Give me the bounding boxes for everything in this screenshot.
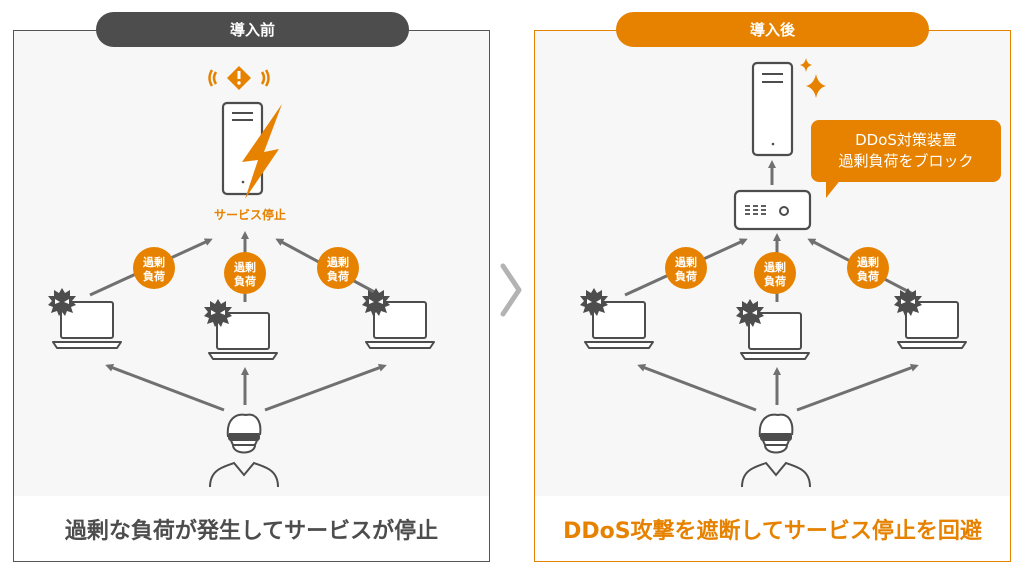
callout-line-2: 過剰負荷をブロック <box>838 152 974 170</box>
load-badge: 過剰 負荷 <box>847 247 889 289</box>
server-icon <box>751 61 794 157</box>
load-badge: 過剰 負荷 <box>224 252 266 294</box>
ddos-callout: DDoS対策装置 過剰負荷をブロック <box>811 120 1001 182</box>
virus-icon <box>48 288 76 316</box>
svg-text:過剰: 過剰 <box>326 255 349 269</box>
svg-text:負荷: 負荷 <box>675 269 697 283</box>
virus-icon <box>580 288 608 316</box>
svg-text:過剰: 過剰 <box>856 255 879 269</box>
virus-icon <box>736 299 764 327</box>
svg-text:負荷: 負荷 <box>327 269 349 283</box>
svg-text:過剰: 過剰 <box>674 255 697 269</box>
hacker-icon <box>741 413 811 488</box>
load-badge: 過剰 負荷 <box>754 252 796 294</box>
control-arrow <box>105 364 225 412</box>
load-badge: 過剰 負荷 <box>133 247 175 289</box>
control-arrow <box>796 363 919 412</box>
sparkle-icon <box>800 58 826 98</box>
load-badge: 過剰 負荷 <box>665 247 707 289</box>
hacker-icon <box>209 413 279 488</box>
callout-tail <box>826 178 842 198</box>
control-arrow <box>264 363 387 412</box>
svg-text:負荷: 負荷 <box>764 274 786 288</box>
svg-text:過剰: 過剰 <box>142 255 165 269</box>
svg-text:負荷: 負荷 <box>234 274 256 288</box>
lightning-icon <box>242 104 282 199</box>
virus-icon <box>894 288 922 316</box>
callout-line-1: DDoS対策装置 <box>855 131 957 149</box>
chevron-right-icon <box>500 263 522 317</box>
virus-icon <box>204 299 232 327</box>
svg-text:過剰: 過剰 <box>763 260 786 274</box>
before-header: 導入前 <box>96 12 409 47</box>
after-caption: DDoS攻撃を遮断してサービス停止を回避 <box>535 496 1010 561</box>
service-stopped-label: サービス停止 <box>213 208 286 222</box>
warning-signal-icon <box>208 66 270 90</box>
svg-text:負荷: 負荷 <box>143 269 165 283</box>
before-diagram: 過剰 負荷 過剰 負荷 過剰 負荷 <box>48 66 435 488</box>
svg-text:負荷: 負荷 <box>857 269 879 283</box>
load-badge: 過剰 負荷 <box>317 247 359 289</box>
after-diagram: 過剰 負荷 過剰 負荷 過剰 負荷 <box>580 58 967 488</box>
virus-icon <box>362 288 390 316</box>
svg-text:過剰: 過剰 <box>233 260 256 274</box>
ddos-appliance-icon <box>733 189 812 231</box>
before-caption: 過剰な負荷が発生してサービスが停止 <box>14 496 489 561</box>
after-header: 導入後 <box>616 12 929 47</box>
control-arrow <box>637 364 757 412</box>
